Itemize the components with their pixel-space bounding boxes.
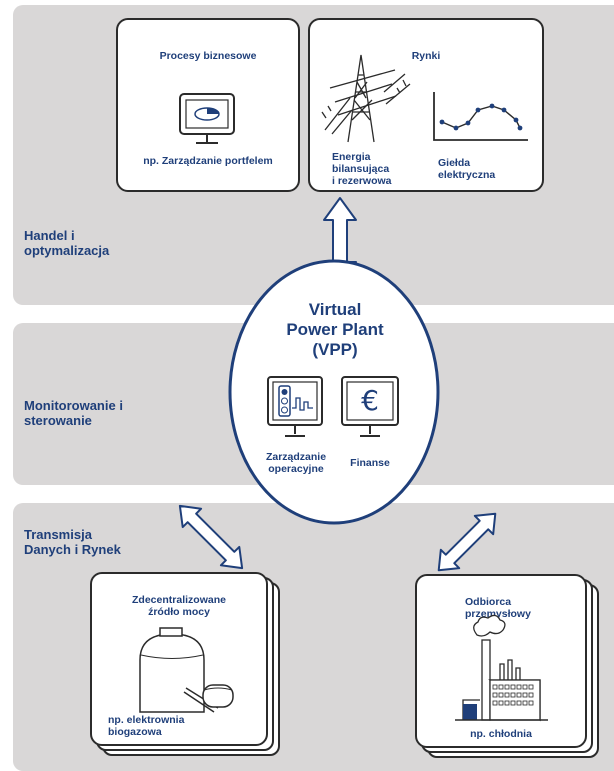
decentralized-source-title: Zdecentralizowane źródło mocy [132, 594, 226, 618]
markets-title: Rynki [411, 50, 441, 62]
power-exchange-caption: Giełda elektryczna [438, 157, 496, 181]
double-arrow-left [178, 504, 244, 570]
operations-monitor-icon [267, 376, 323, 437]
markets-card: Rynki Energia bilansująca i rezerwowa Gi… [308, 18, 544, 192]
double-arrow-right [437, 512, 497, 572]
factory-icon [455, 614, 548, 722]
vpp-ellipse [228, 259, 440, 525]
portfolio-management-caption: np. Zarządzanie portfelem [143, 155, 273, 167]
power-pylon-icon [321, 54, 411, 143]
finance-label: Finanse [350, 457, 390, 469]
euro-icon: € [361, 384, 379, 417]
operations-management-label: Zarządzanie operacyjne [265, 451, 327, 475]
balancing-energy-caption: Energia bilansująca i rezerwowa [332, 151, 392, 187]
vpp-title: Virtual Power Plant (VPP) [286, 300, 384, 359]
portfolio-monitor-icon [179, 93, 235, 144]
biogas-plant-caption: np. elektrownia biogazowa [108, 714, 185, 738]
price-chart-icon [433, 92, 528, 141]
biogas-plant-icon [139, 627, 234, 713]
trading-optimization-label: Handel i optymalizacja [24, 228, 110, 258]
business-processes-title: Procesy biznesowe [159, 50, 257, 62]
finance-monitor-icon [341, 376, 399, 437]
monitoring-control-label: Monitorowanie i sterowanie [24, 398, 123, 428]
data-transmission-label: Transmisja Danych i Rynek [24, 527, 121, 557]
cold-storage-caption: np. chłodnia [470, 728, 532, 740]
